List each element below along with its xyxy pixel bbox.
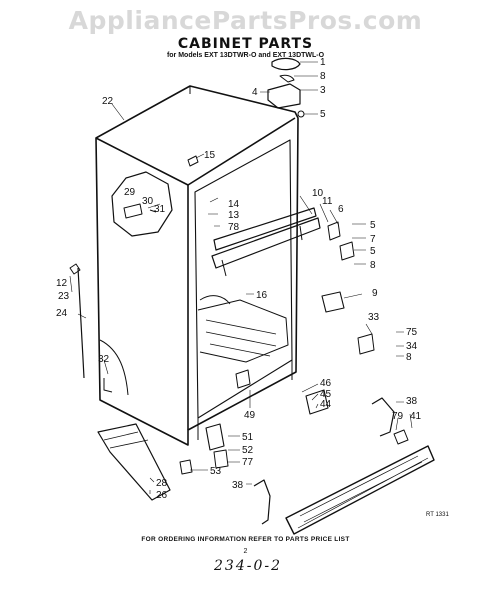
part-label: 5 <box>320 109 326 120</box>
part-label: 8 <box>320 71 326 82</box>
part-label: 24 <box>56 308 68 319</box>
part-label: 51 <box>242 432 254 443</box>
part-label: 30 <box>142 196 154 207</box>
part-label: 1 <box>320 57 326 68</box>
part-label: 38 <box>406 396 418 407</box>
part-label: 12 <box>56 278 68 289</box>
part-label: 28 <box>156 478 168 489</box>
part-label: 75 <box>406 327 418 338</box>
part-label: 22 <box>102 96 114 107</box>
part-label: 29 <box>124 187 136 198</box>
handwritten-note: 234-0-2 <box>214 558 282 574</box>
part-label: 8 <box>406 352 412 363</box>
page-number: 2 <box>243 548 248 555</box>
part-label: 6 <box>338 204 344 215</box>
part-label: 44 <box>320 399 332 410</box>
part-label: 31 <box>154 204 166 215</box>
cabinet-drawing <box>69 57 435 535</box>
part-label: 14 <box>228 199 240 210</box>
part-label: 53 <box>210 466 222 477</box>
part-label: 5 <box>370 246 376 257</box>
part-label: 15 <box>204 150 216 161</box>
part-label: 23 <box>58 291 70 302</box>
part-label: 4 <box>252 87 258 98</box>
ordering-footer: FOR ORDERING INFORMATION REFER TO PARTS … <box>141 536 350 543</box>
part-label: 49 <box>244 410 256 421</box>
part-label: 8 <box>370 260 376 271</box>
part-label: 34 <box>406 341 418 352</box>
part-label: 46 <box>320 378 332 389</box>
leader-lines <box>69 61 413 494</box>
watermark-text: AppliancePartsPros.com <box>68 6 423 35</box>
part-label: 5 <box>370 220 376 231</box>
part-label: 77 <box>242 457 254 468</box>
part-label: 33 <box>368 312 380 323</box>
part-label: 79 <box>392 411 404 422</box>
model-subtitle: for Models EXT 13DTWR-O and EXT 13DTWL-O <box>166 52 325 59</box>
part-label: 32 <box>98 354 110 365</box>
part-label: 9 <box>372 288 378 299</box>
part-label: 52 <box>242 445 254 456</box>
page-title: CABINET PARTS <box>177 36 314 52</box>
part-label: 45 <box>320 389 332 400</box>
part-label: 38 <box>232 480 244 491</box>
part-label-group: 1 8 3 4 5 22 15 29 30 31 14 13 78 10 11 … <box>56 57 422 501</box>
part-label: 7 <box>370 234 376 245</box>
part-label: 41 <box>410 411 422 422</box>
part-label: 13 <box>228 210 240 221</box>
part-label: 3 <box>320 85 326 96</box>
part-label: 78 <box>228 222 240 233</box>
part-label: 16 <box>256 290 268 301</box>
part-label: 11 <box>322 196 333 207</box>
part-label: 10 <box>312 188 324 199</box>
drawing-code: RT 1331 <box>426 512 449 518</box>
part-label: 26 <box>156 490 168 501</box>
